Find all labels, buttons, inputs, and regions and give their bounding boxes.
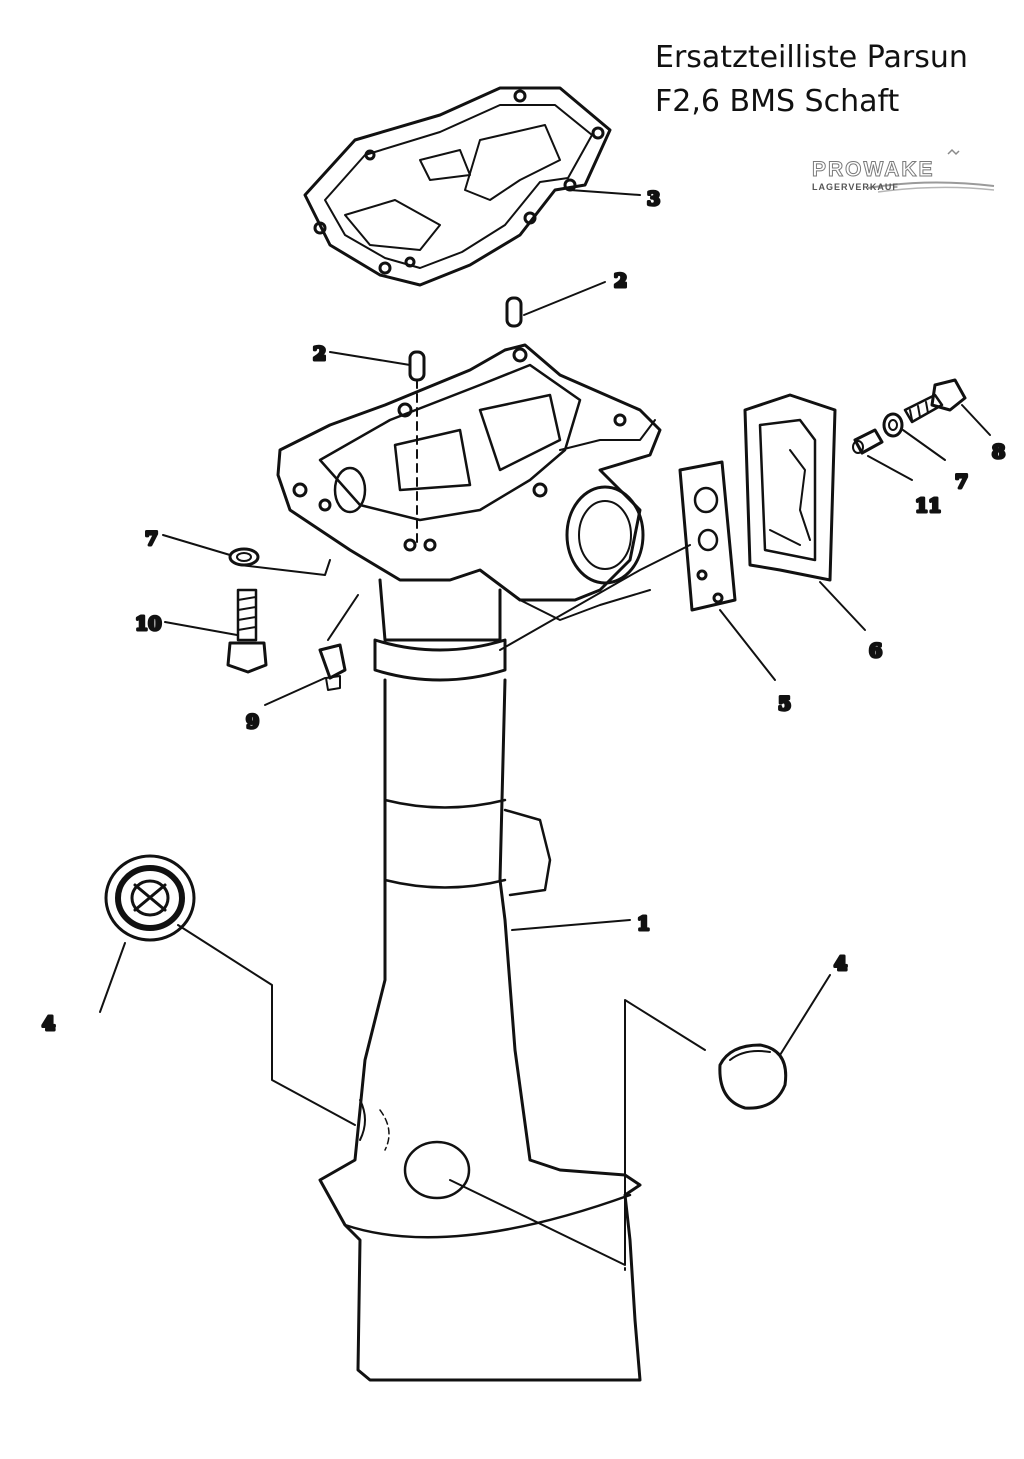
logo-brand: PROWAKE <box>812 158 935 182</box>
callout-6: 6 <box>869 640 882 662</box>
grease-nipple-part-9 <box>318 643 347 691</box>
callout-2a: 2 <box>614 270 627 292</box>
callout-7b: 7 <box>955 471 968 493</box>
callout-5: 5 <box>778 693 791 715</box>
callout-4a: 4 <box>42 1013 55 1035</box>
callout-11: 11 <box>915 495 941 517</box>
document-title: Ersatzteilliste Parsun F2,6 BMS Schaft <box>655 36 968 124</box>
callout-9: 9 <box>246 711 259 733</box>
dowel-pin-part-2a <box>505 296 523 328</box>
prowake-logo: PROWAKE LAGERVERKAUF <box>808 148 998 196</box>
upper-mount-housing <box>276 343 662 621</box>
washer-part-7-left <box>228 547 260 567</box>
sleeve-part-11 <box>852 428 884 455</box>
title-line-2: F2,6 BMS Schaft <box>655 84 900 119</box>
logo-wave-icon <box>867 148 995 193</box>
bolt-part-8 <box>903 378 967 424</box>
leader-lines <box>99 189 991 1271</box>
plug-part-4-left <box>104 854 196 942</box>
dowel-pin-part-2b <box>408 350 426 382</box>
callout-2b: 2 <box>313 343 326 365</box>
plug-part-4-right <box>718 1043 788 1110</box>
callout-8: 8 <box>992 441 1005 463</box>
bolt-part-10 <box>226 588 268 674</box>
callout-10: 10 <box>135 613 161 635</box>
gasket-part-3 <box>303 86 612 287</box>
callout-1: 1 <box>637 913 650 935</box>
callout-7a: 7 <box>145 528 158 550</box>
washer-part-7-right <box>882 412 904 438</box>
bracket-part-6 <box>743 393 837 582</box>
logo-subtitle: LAGERVERKAUF <box>812 182 899 192</box>
callout-4b: 4 <box>834 953 847 975</box>
callout-3: 3 <box>647 188 660 210</box>
shaft-housing-part-1 <box>318 578 642 1382</box>
plate-part-5 <box>678 460 737 612</box>
title-line-1: Ersatzteilliste Parsun <box>655 40 968 75</box>
